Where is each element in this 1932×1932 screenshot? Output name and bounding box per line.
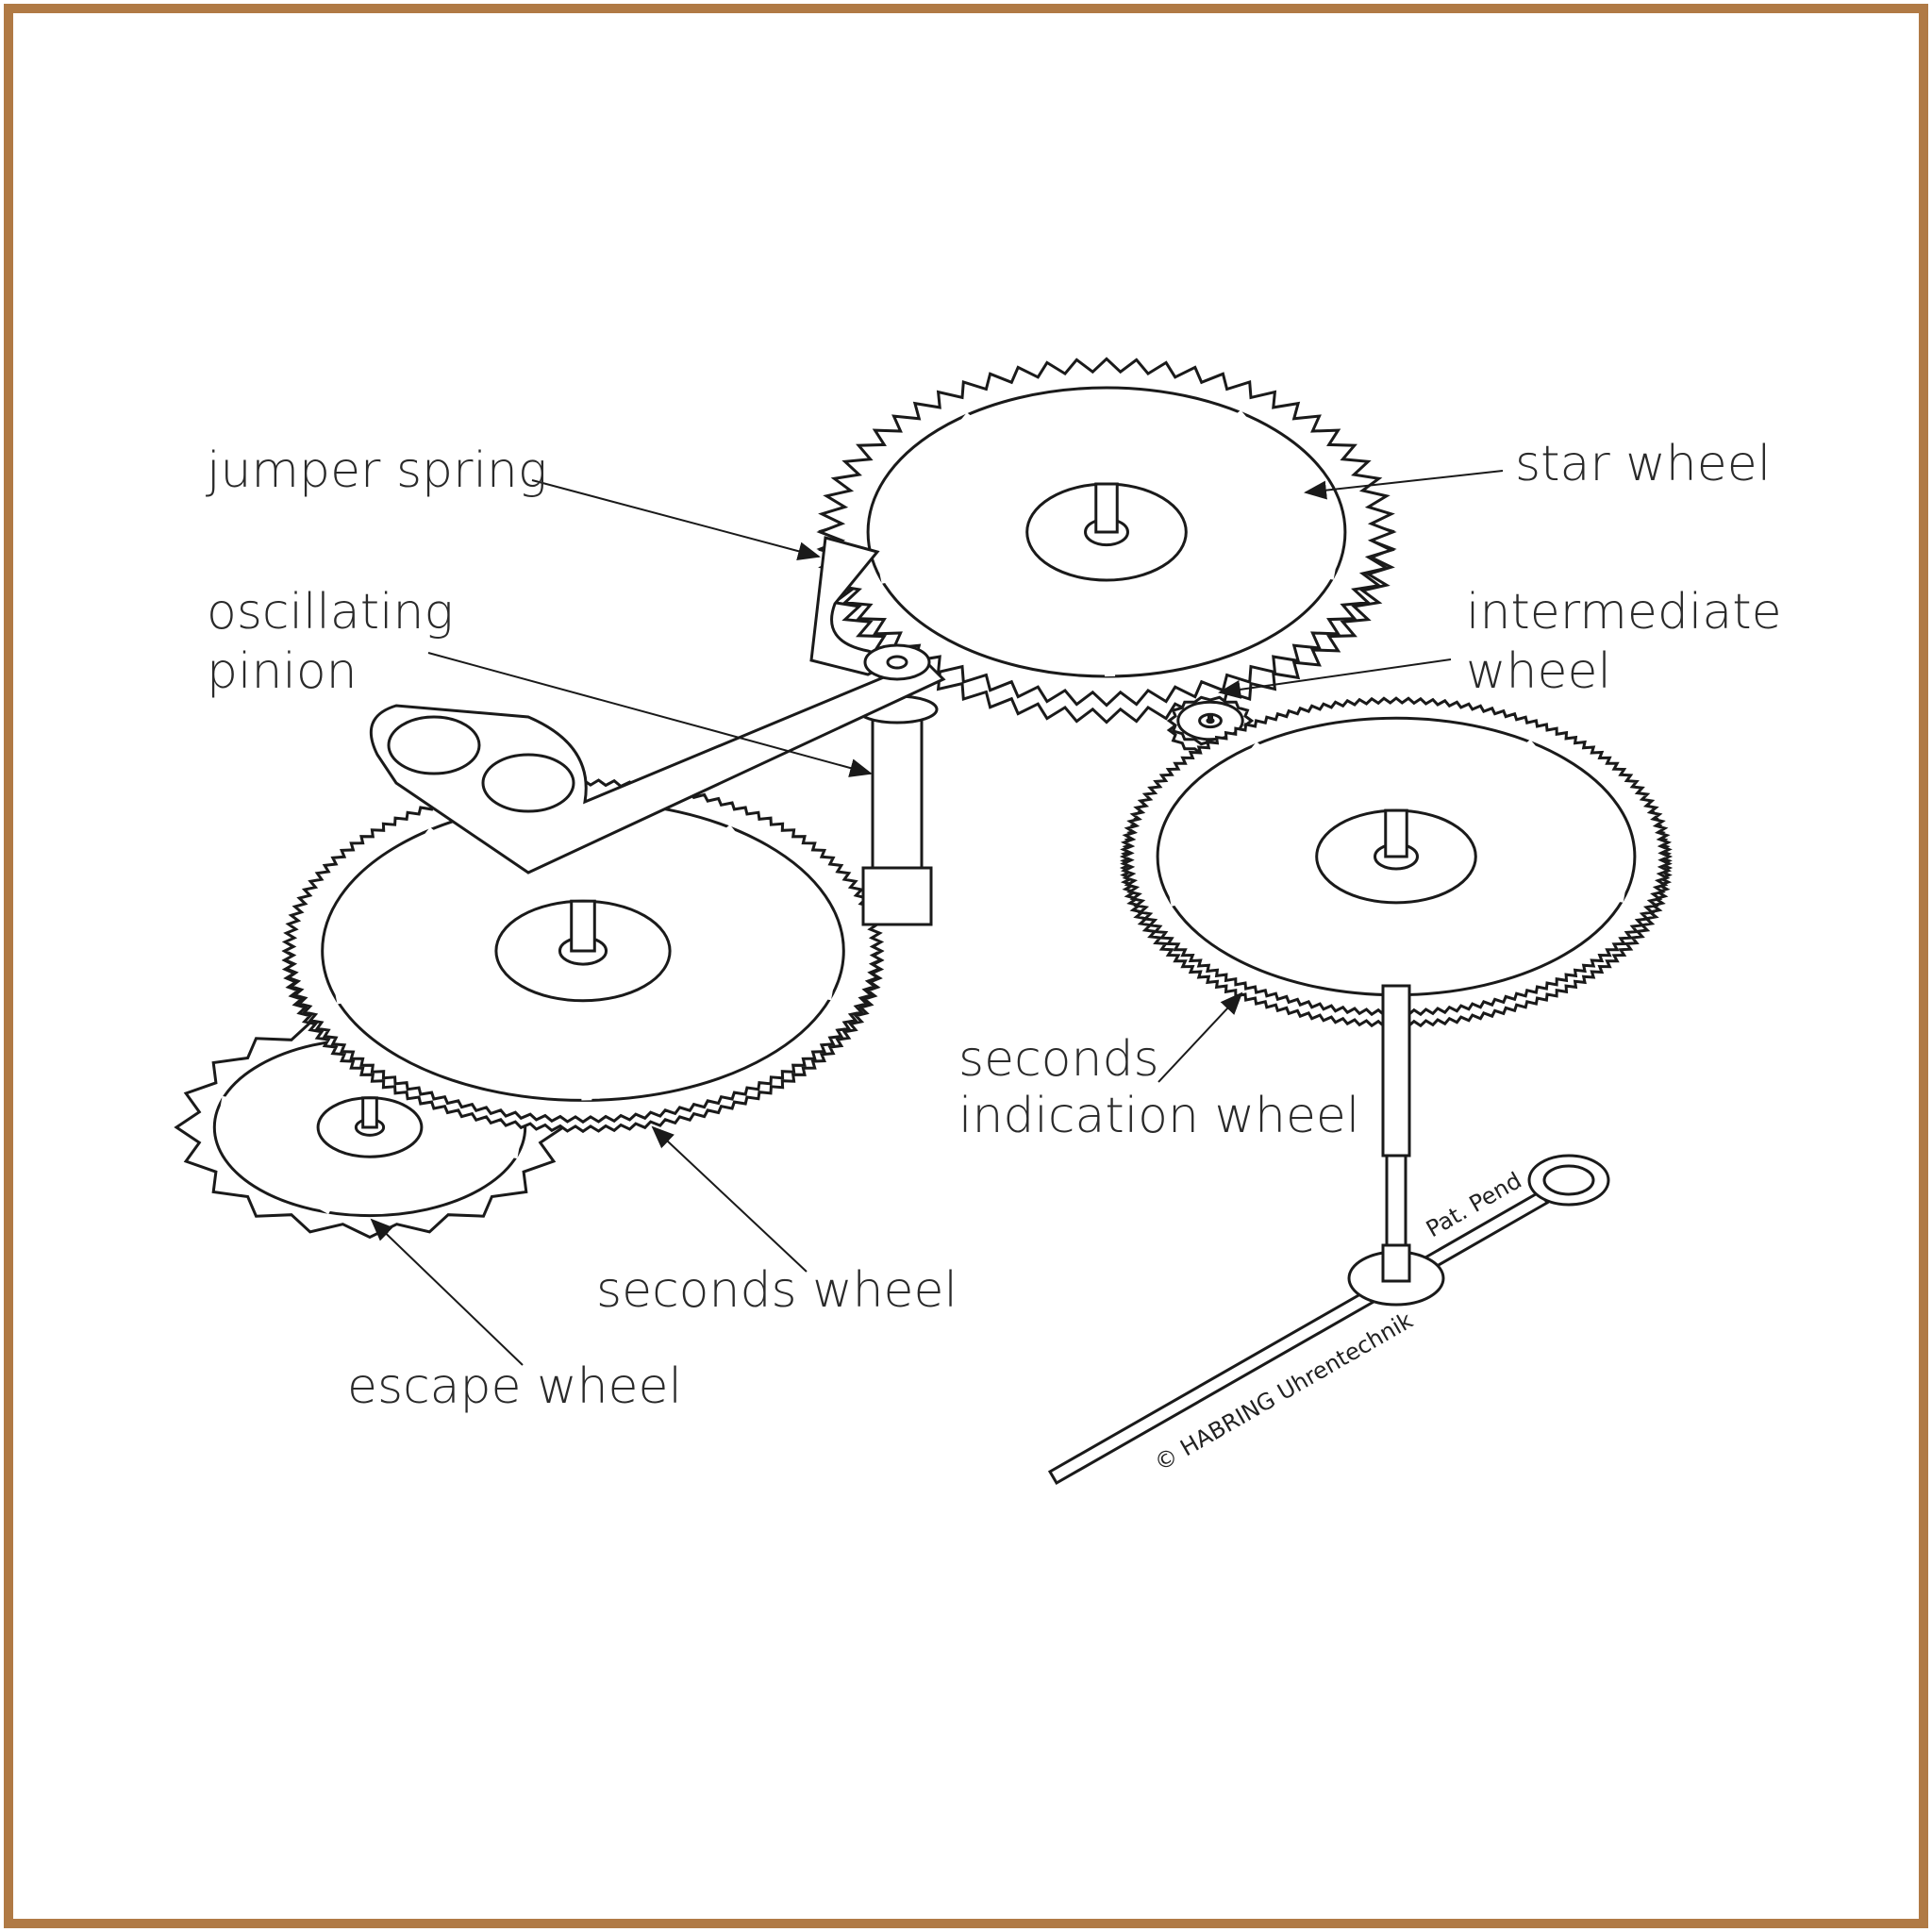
label-seconds-indication-wheel-line1: seconds: [958, 1031, 1159, 1088]
seconds-wheel: [281, 777, 885, 1134]
label-star-wheel: star wheel: [1515, 436, 1771, 492]
leader-lines: [370, 470, 1504, 1366]
screw-icon: [387, 715, 481, 775]
seconds-hand: © HABRING Uhrentechnik Pat. Pend: [1047, 1154, 1610, 1486]
label-intermediate-wheel-line2: wheel: [1466, 643, 1611, 700]
screw-icon: [481, 753, 575, 813]
seconds-arbor: [1381, 984, 1411, 1252]
label-oscillating-pinion-line2: pinion: [207, 643, 358, 700]
label-jumper-spring: jumper spring: [206, 442, 547, 499]
jumper-spring: [369, 536, 946, 874]
label-seconds-indication-wheel-line2: indication wheel: [958, 1088, 1359, 1144]
label-intermediate-wheel-line1: intermediate: [1466, 584, 1782, 641]
label-seconds-wheel: seconds wheel: [596, 1262, 958, 1319]
seconds-indication-wheel: [1119, 696, 1674, 1028]
label-escape-wheel: escape wheel: [347, 1358, 682, 1415]
oscillating-pinion: [856, 694, 939, 926]
star-wheel: [816, 357, 1397, 724]
label-oscillating-pinion-line1: oscillating: [207, 584, 454, 641]
